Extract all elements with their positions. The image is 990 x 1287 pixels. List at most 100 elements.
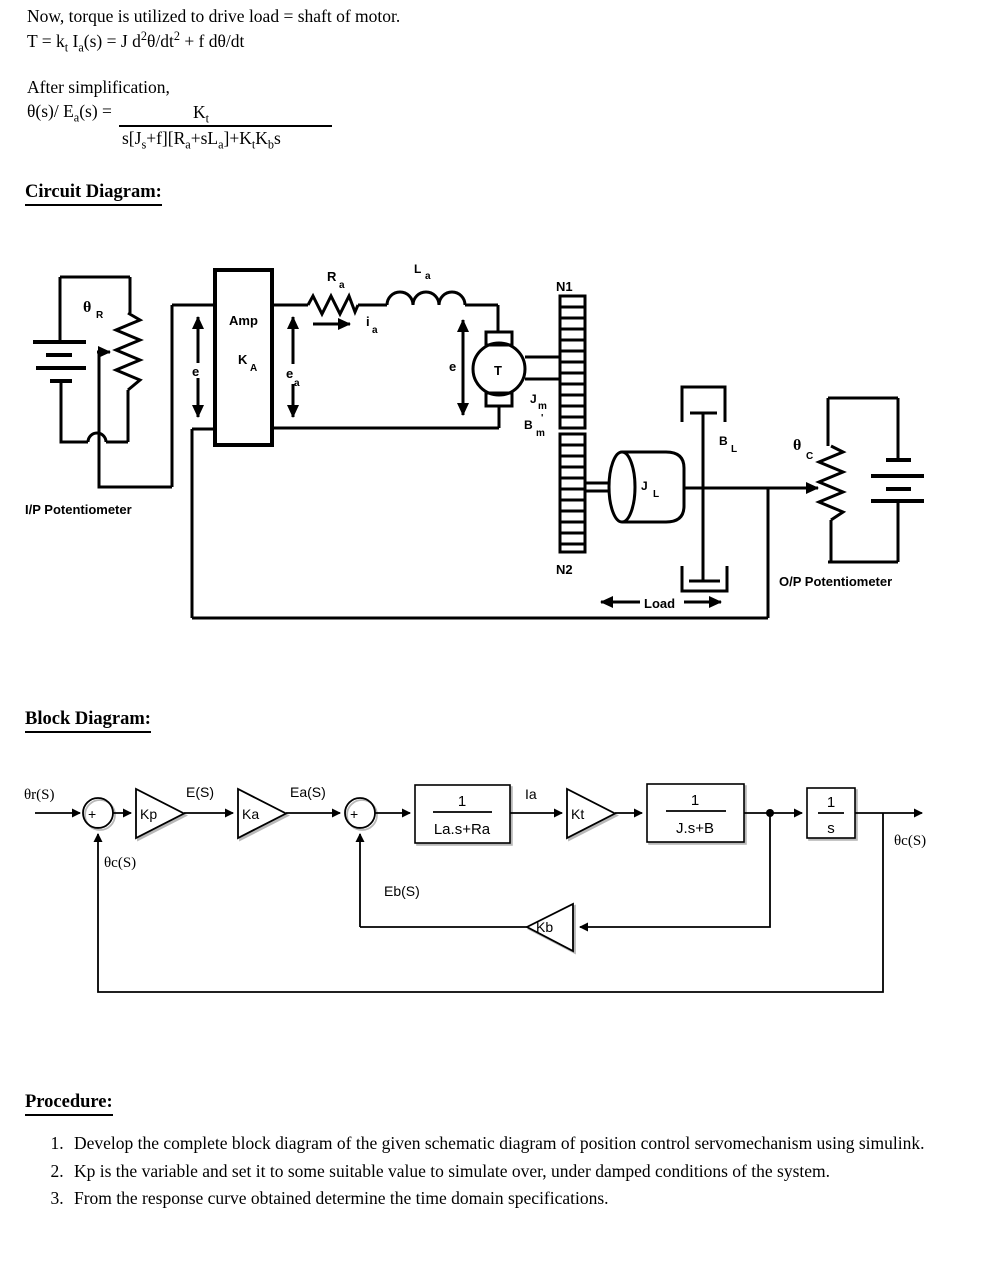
resistor-ra-icon <box>306 292 360 318</box>
block-diagram-heading: Block Diagram: <box>25 709 151 733</box>
motor-voltage-label: e <box>449 359 456 374</box>
fraction-bar <box>119 125 332 127</box>
gain-kb-block <box>525 902 574 953</box>
motor: T J m B ' m <box>471 330 560 439</box>
load-cylinder-end-icon <box>607 450 637 524</box>
svg-text:m: m <box>538 401 547 412</box>
svg-text:−: − <box>95 819 103 835</box>
intro-line: Now, torque is utilized to drive load = … <box>27 6 401 26</box>
feedback-wiring <box>190 427 770 620</box>
damper-cylinder-top-icon <box>680 385 727 422</box>
kt-label: Kt <box>571 806 584 822</box>
gain-kt-block <box>566 787 617 840</box>
bl-label: B <box>719 434 728 448</box>
damper-piston-icon <box>690 411 717 581</box>
svg-text:m: m <box>536 428 545 439</box>
inner-feedback-path: Kb Eb(S) <box>360 813 771 953</box>
circuit-diagram: θ R I/P Potentiometer Amp K A e e a R <box>25 262 924 620</box>
ka-label: Ka <box>242 806 259 822</box>
bm-label: B <box>524 418 533 432</box>
svg-text:1: 1 <box>691 792 699 809</box>
svg-text:+: + <box>350 806 358 822</box>
svg-text:L: L <box>653 489 659 500</box>
gain-kp-block <box>135 787 186 840</box>
transfer-function-lhs: θ(s)/ Ea(s) = <box>27 101 112 125</box>
procedure-list: Develop the complete block diagram of th… <box>38 1130 973 1213</box>
procedure-step-2: Kp is the variable and set it to some su… <box>68 1158 973 1185</box>
gain-ka-block <box>237 787 288 840</box>
error-signal-label: E(S) <box>186 784 214 800</box>
load-label: Load <box>644 596 675 611</box>
load-span: Load <box>600 596 722 611</box>
ia-current-label: i <box>366 314 370 329</box>
battery-icon <box>33 340 86 383</box>
damper-bl: B L <box>680 385 737 593</box>
ka-gain-label: K <box>238 352 248 367</box>
jm-label: J <box>530 392 537 406</box>
gear-n2-icon <box>558 432 587 554</box>
svg-text:a: a <box>294 378 300 389</box>
output-signal-label: θc(S) <box>894 833 926 849</box>
ea-voltage-label: e <box>286 366 293 381</box>
mechanical-tf-block <box>646 783 745 843</box>
damper-cylinder-bottom-icon <box>680 566 729 593</box>
theta-r-label: θ <box>83 299 91 316</box>
op-potentiometer-circuit: θ C O/P Potentiometer <box>779 396 924 589</box>
amp-label: Amp <box>229 313 258 328</box>
svg-text:a: a <box>372 325 378 336</box>
svg-text:1: 1 <box>458 793 466 810</box>
svg-text:1: 1 <box>827 794 835 811</box>
armature-tf-block <box>414 784 511 844</box>
motor-torque-label: T <box>494 363 502 378</box>
motor-shaft <box>525 355 560 381</box>
la-label: L <box>414 262 421 276</box>
svg-text:s: s <box>827 820 835 837</box>
ip-potentiometer-circuit: θ R I/P Potentiometer <box>25 275 215 517</box>
kp-label: Kp <box>140 806 157 822</box>
op-potentiometer-label: O/P Potentiometer <box>779 574 892 589</box>
after-simplification-text: After simplification, <box>27 77 170 97</box>
svg-text:C: C <box>806 451 813 462</box>
motor-brush-top-icon <box>484 330 514 347</box>
svg-text:a: a <box>425 271 431 282</box>
transfer-function-numerator: Kt <box>193 102 210 126</box>
svg-text:a: a <box>339 280 345 291</box>
kb-label: Kb <box>536 919 553 935</box>
n1-label: N1 <box>556 279 573 294</box>
op-battery-icon <box>871 458 924 503</box>
svg-text:A: A <box>250 363 257 374</box>
input-signal-label: θr(S) <box>24 787 55 803</box>
armature-circuit: e a R a i a L a e <box>272 262 501 430</box>
inductor-la-icon <box>385 290 467 306</box>
procedure-step-3: From the response curve obtained determi… <box>68 1185 973 1212</box>
svg-text:': ' <box>541 413 543 424</box>
ia-signal-label: Ia <box>525 786 537 802</box>
tf1-denominator: La.s+Ra <box>434 821 491 838</box>
transfer-function-denominator: s[Js+f][Ra+sLa]+KtKbs <box>122 128 281 152</box>
potentiometer-resistor-icon <box>112 311 144 392</box>
svg-text:R: R <box>96 310 104 321</box>
theta-c-label: θ <box>793 437 801 454</box>
block-diagram: θr(S) + − Kp E(S) Ka Ea(S) + − 1 La.s+Ra… <box>24 783 926 993</box>
gear-train: N1 N2 <box>556 279 609 577</box>
n2-label: N2 <box>556 562 573 577</box>
circuit-diagram-heading: Circuit Diagram: <box>25 182 162 206</box>
procedure-heading: Procedure: <box>25 1092 113 1116</box>
feedback-signal-label: θc(S) <box>104 855 136 871</box>
load-inertia: J L <box>607 450 819 524</box>
jl-label: J <box>641 479 648 493</box>
ra-label: R <box>327 269 337 284</box>
svg-text:−: − <box>357 819 365 835</box>
load-shaft <box>585 481 609 493</box>
tf2-denominator: J.s+B <box>676 820 714 837</box>
op-potentiometer-resistor-icon <box>815 444 847 522</box>
svg-text:+: + <box>88 806 96 822</box>
amplifier-block: Amp K A e <box>189 268 274 447</box>
motor-brush-bottom-icon <box>484 391 514 408</box>
ip-potentiometer-label: I/P Potentiometer <box>25 502 132 517</box>
ea-signal-label: Ea(S) <box>290 784 326 800</box>
error-voltage-label: e <box>192 364 199 379</box>
torque-equation: T = kt Ia(s) = J d2θ/dt2 + f dθ/dt <box>27 29 245 55</box>
procedure-step-1: Develop the complete block diagram of th… <box>68 1130 973 1157</box>
